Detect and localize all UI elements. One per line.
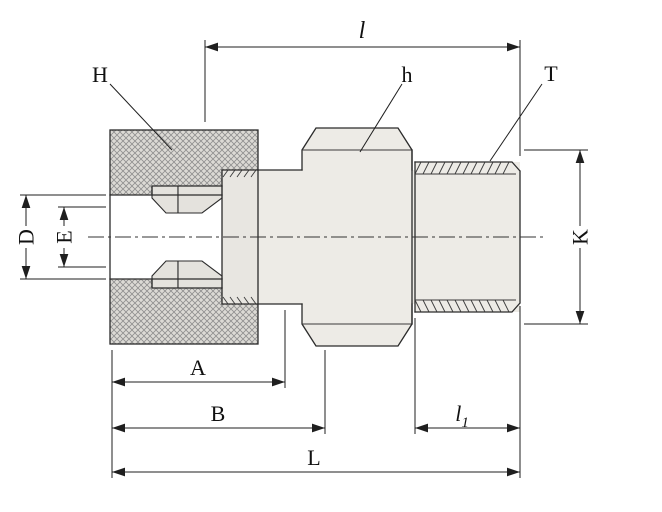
hex-facet-lines xyxy=(302,149,412,325)
dim-D-extension-lines xyxy=(20,194,106,280)
label-H: H xyxy=(92,62,108,87)
thread-root-lines xyxy=(415,173,516,301)
ferrule-chamber-lines xyxy=(151,185,223,289)
tube-bore-lines xyxy=(109,194,223,280)
body-neck-lines xyxy=(221,169,303,305)
nut-thread-hatch-bottom xyxy=(222,296,257,305)
nut-section-hatch-bottom xyxy=(110,279,258,344)
nut-section-hatch-top xyxy=(110,130,258,195)
dim-l-extension-lines xyxy=(204,40,521,156)
thread-hatch-bottom xyxy=(414,299,510,313)
leader-T xyxy=(489,83,543,162)
leader-H xyxy=(109,83,173,151)
label-L: L xyxy=(307,445,320,470)
thread-hatch-top xyxy=(414,161,510,175)
bottom-extension-lines xyxy=(111,306,521,478)
body-hex-bottom-silhouette xyxy=(302,304,412,346)
label-D: D xyxy=(14,229,39,245)
dimension-labels: l H h T D E K A B l1 L xyxy=(14,18,593,470)
nut-thread-hatch-top xyxy=(222,169,257,178)
label-K: K xyxy=(568,229,593,245)
label-l: l xyxy=(359,18,366,44)
label-E: E xyxy=(52,230,77,243)
body-hex-top-silhouette xyxy=(302,128,412,170)
label-T: T xyxy=(544,61,558,86)
label-B: B xyxy=(211,401,226,426)
label-l1: l1 xyxy=(455,401,469,431)
label-h: h xyxy=(402,62,413,87)
dimensions xyxy=(20,40,588,478)
leader-h xyxy=(359,83,403,153)
label-A: A xyxy=(190,355,206,380)
